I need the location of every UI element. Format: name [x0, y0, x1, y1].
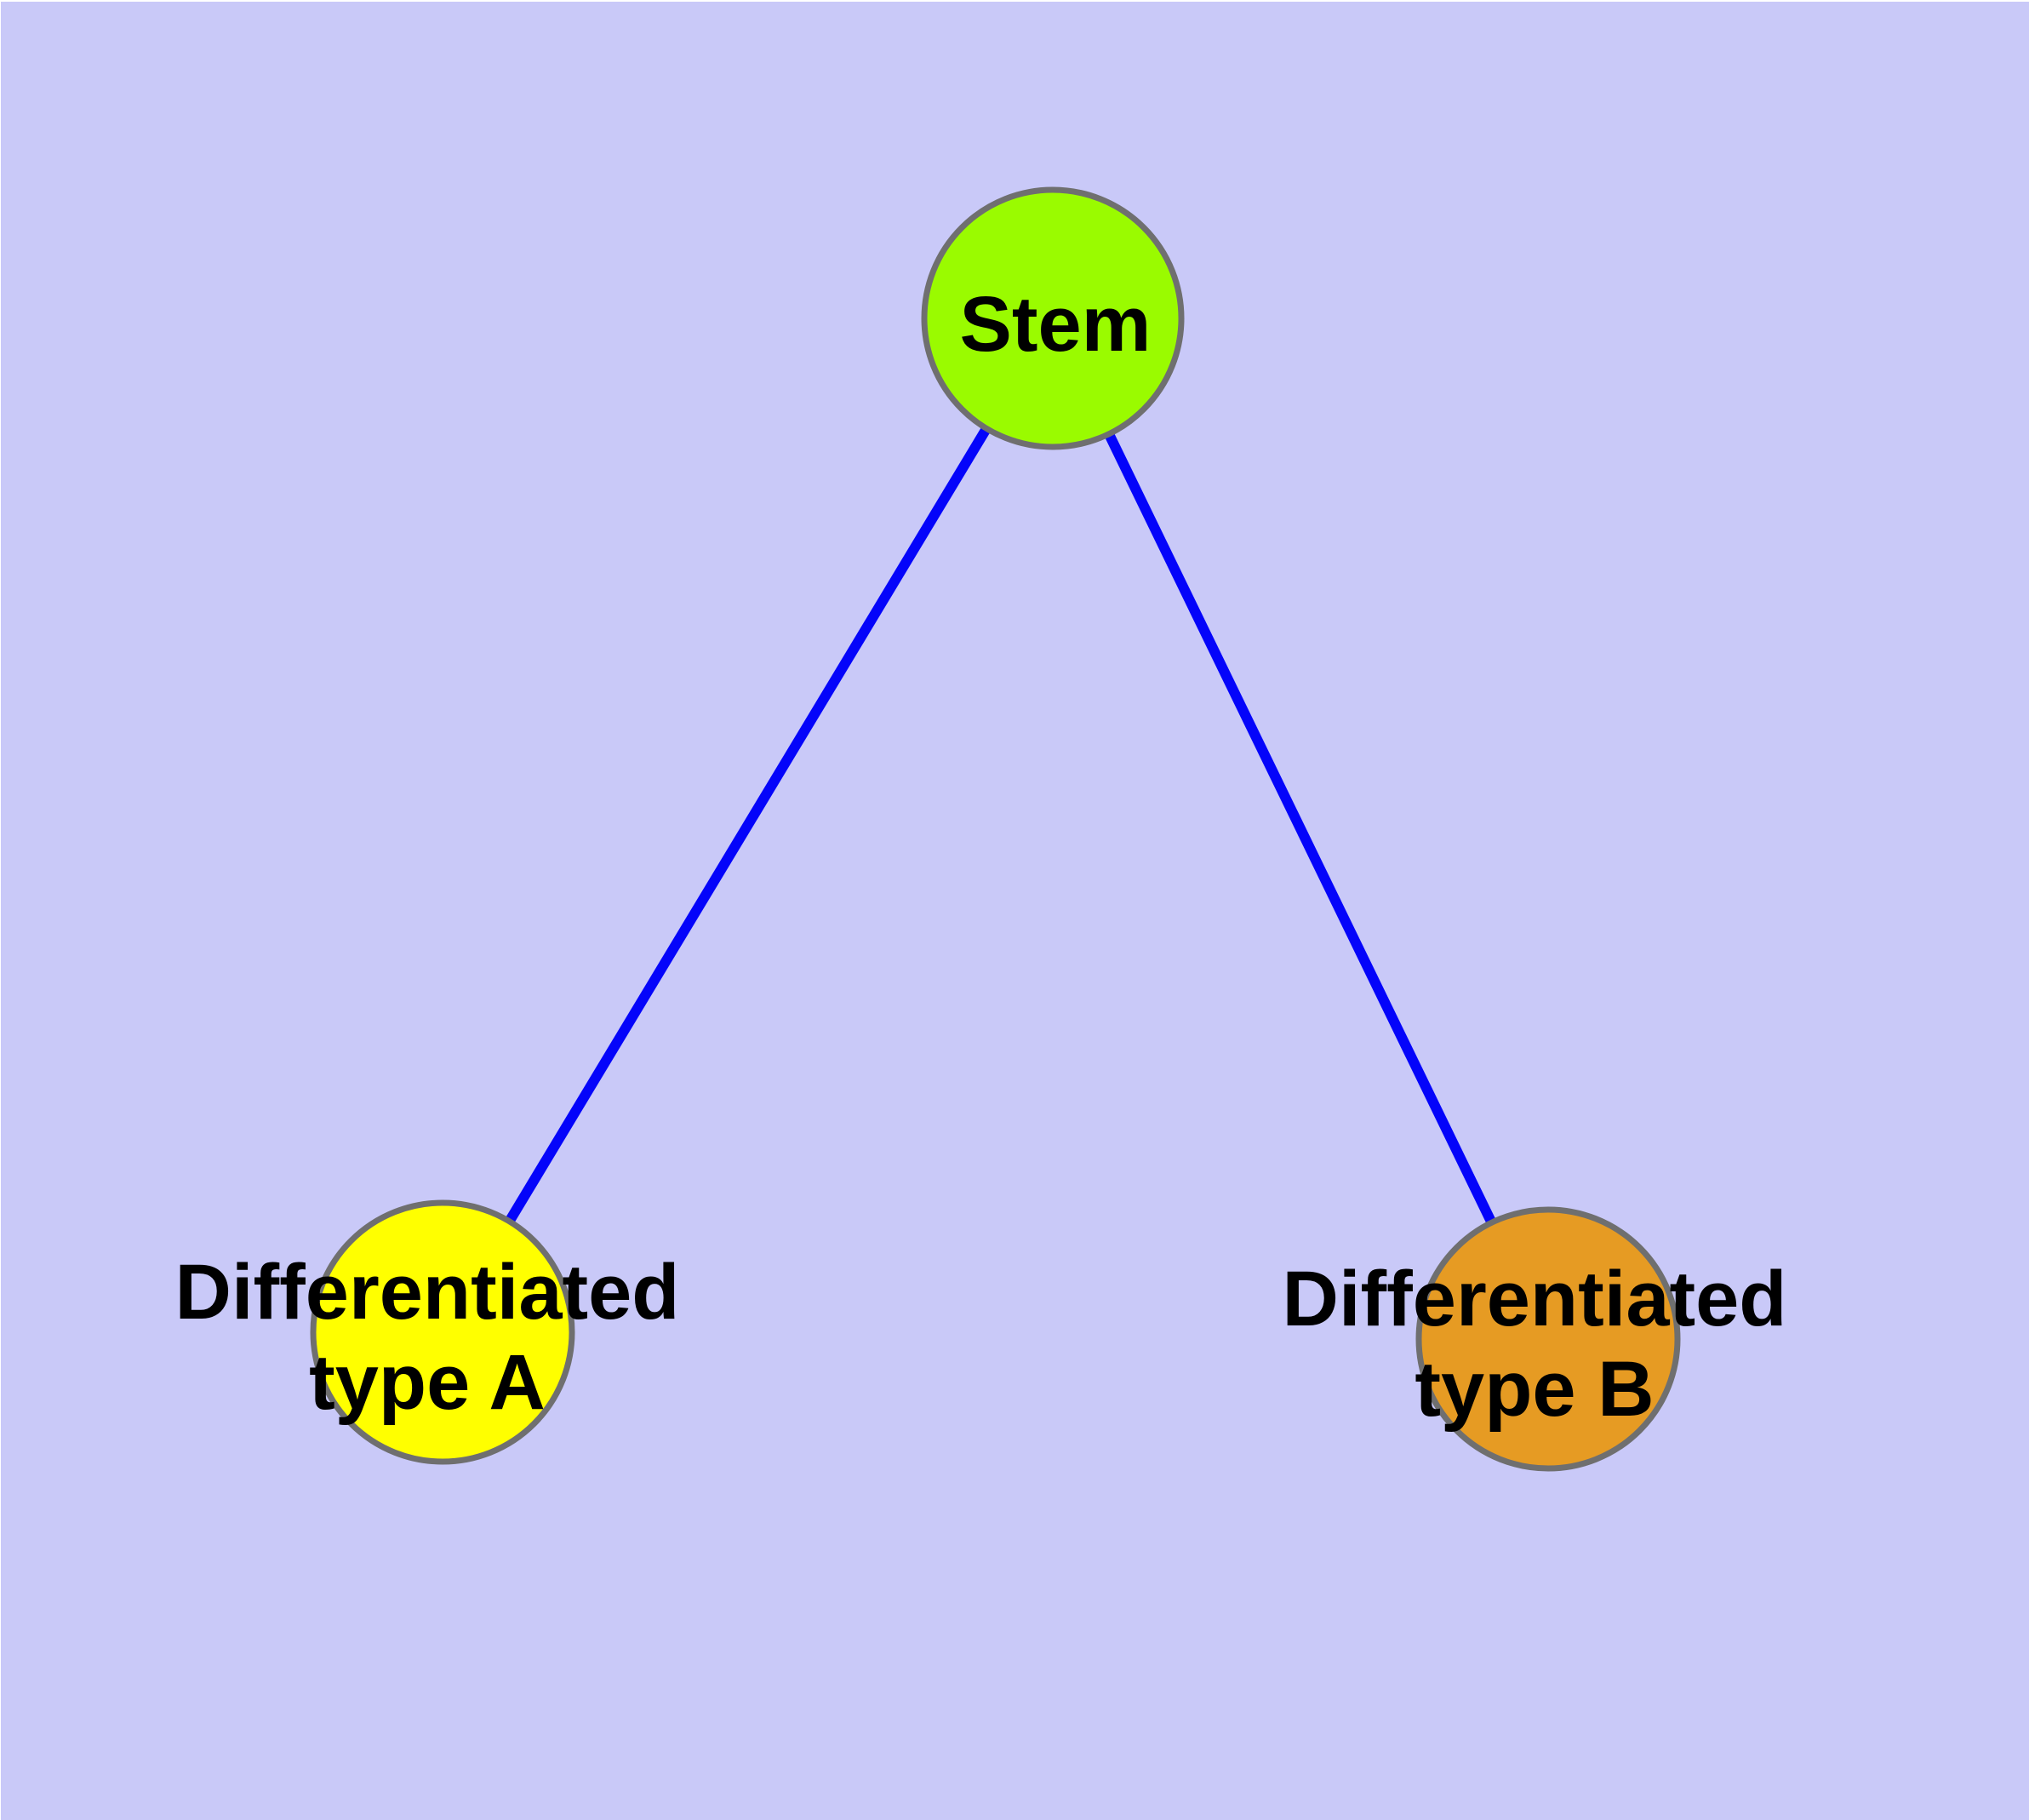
node-stem: [921, 186, 1185, 450]
node-type-a-label: Differentiated type A: [175, 1249, 680, 1426]
node-differentiated-type-b: [1415, 1206, 1681, 1472]
edge-stem-to-type-a: [437, 315, 1058, 1336]
node-differentiated-type-a: [310, 1199, 575, 1465]
edge-group: [437, 315, 1553, 1342]
node-stem-label: Stem: [960, 281, 1152, 368]
node-type-a-label-line2: type A: [309, 1339, 546, 1426]
edge-stem-to-type-b: [1048, 316, 1553, 1342]
node-type-b-label: Differentiated type B: [1283, 1256, 1787, 1433]
node-type-b-label-line2: type B: [1415, 1346, 1654, 1433]
node-type-b-label-line1: Differentiated: [1283, 1256, 1787, 1342]
node-type-a-label-line1: Differentiated: [175, 1249, 680, 1336]
